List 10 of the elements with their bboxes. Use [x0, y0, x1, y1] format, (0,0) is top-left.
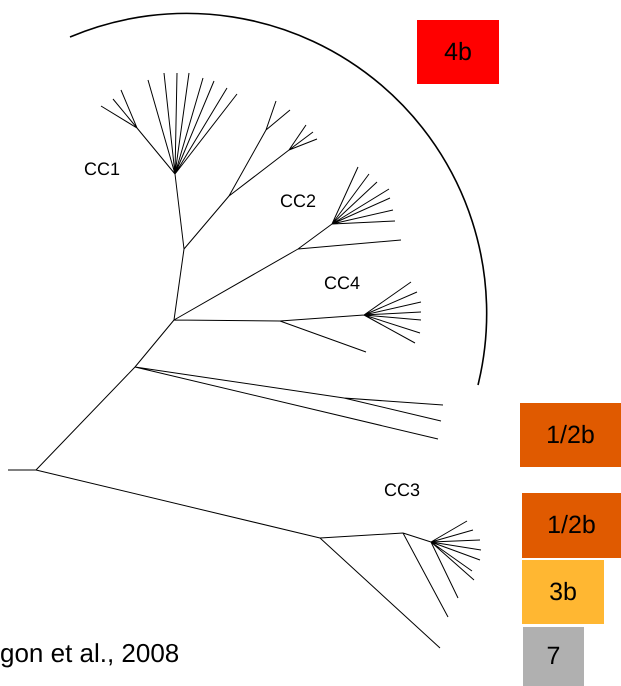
label-tag: 1/2b: [522, 493, 621, 558]
label-tag: 4b: [417, 20, 499, 84]
label-tag: 7: [523, 627, 584, 686]
clade-label: CC3: [384, 481, 420, 499]
label-tag: 1/2b: [520, 403, 621, 467]
clade-label: CC2: [280, 192, 316, 210]
clade-label: CC4: [324, 274, 360, 292]
clade-label: CC1: [84, 160, 120, 178]
citation: gon et al., 2008: [0, 640, 180, 666]
label-tag: 3b: [522, 560, 604, 624]
